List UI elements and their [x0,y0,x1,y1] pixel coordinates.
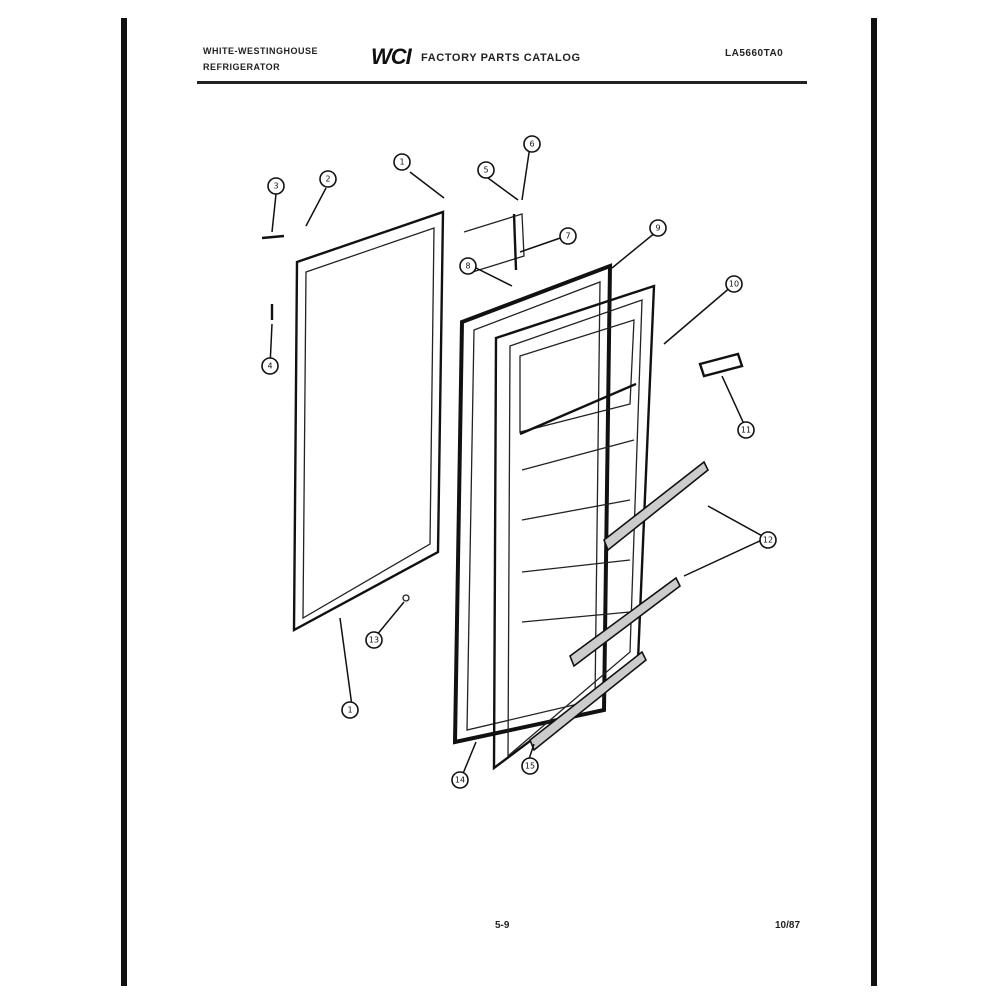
door-gasket [452,263,613,745]
door-liner-panel [292,210,445,633]
catalog-page: WHITE-WESTINGHOUSE REFRIGERATOR WCI FACT… [121,18,877,986]
svg-text:1: 1 [399,158,404,167]
plug-button [402,594,410,602]
callout-screw-top: 3 [267,177,285,195]
product-type: REFRIGERATOR [203,62,281,72]
callout-butter: 10 [725,275,743,293]
svg-text:4: 4 [267,362,272,371]
callout-hinge-d: 8 [459,257,477,275]
date-code: 10/87 [775,920,801,931]
callout-screw-left: 4 [261,357,279,375]
callout-gasket-bottom: 1 [341,701,359,719]
svg-text:6: 6 [529,140,534,149]
callout-door-bottom: 14 [451,771,469,789]
callout-liner-bottom: 15 [521,757,539,775]
door-shelves [529,460,710,752]
svg-text:8: 8 [465,262,470,271]
svg-text:3: 3 [273,182,278,191]
svg-text:7: 7 [565,232,570,241]
svg-text:11: 11 [741,426,751,435]
brand-name: WHITE-WESTINGHOUSE [203,46,318,56]
callout-hinge-a: 5 [477,161,495,179]
svg-text:9: 9 [655,224,660,233]
model-number: LA5660TA0 [725,48,784,59]
svg-text:10: 10 [729,280,739,289]
svg-text:14: 14 [455,776,465,785]
hinge-bracket [463,213,525,275]
callout-door-top: 9 [649,219,667,237]
callout-plug: 13 [365,631,383,649]
page-number: 5-9 [495,920,510,931]
svg-text:5: 5 [483,166,488,175]
leader-lines [269,145,767,777]
label-plate [698,352,744,378]
callout-liner-top: 2 [319,170,337,188]
header-rule [197,81,807,84]
company-logo: WCI [371,44,412,69]
callout-hinge-b: 6 [523,135,541,153]
callout-shelves: 12 [759,531,777,549]
svg-text:12: 12 [763,536,773,545]
svg-text:13: 13 [369,636,379,645]
callout-hinge-c: 7 [559,227,577,245]
catalog-title: FACTORY PARTS CATALOG [421,52,581,64]
callout-gasket-top: 1 [393,153,411,171]
screw-top [261,234,285,240]
svg-text:15: 15 [525,762,535,771]
svg-text:1: 1 [347,706,352,715]
svg-text:2: 2 [325,175,330,184]
callout-label: 11 [737,421,755,439]
